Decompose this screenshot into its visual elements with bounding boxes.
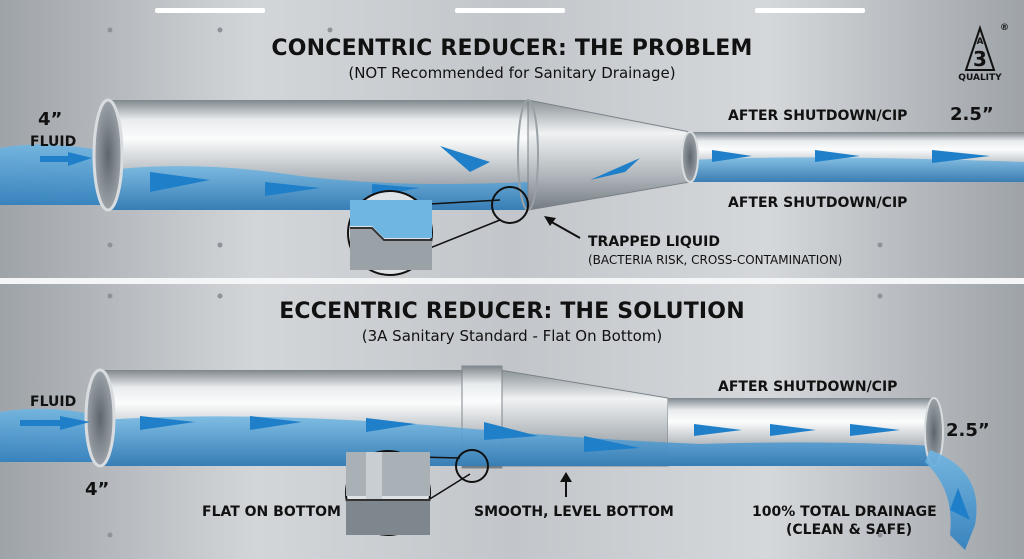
problem-trapped-liquid-inset — [347, 186, 529, 276]
ceiling-lights — [155, 8, 865, 13]
solution-size-inlet: 4” — [85, 479, 109, 500]
logo-registered-mark: ® — [1000, 23, 1009, 33]
logo-caption: QUALITY — [958, 73, 1002, 83]
trapped-liquid-title: TRAPPED LIQUID — [588, 234, 720, 250]
total-drainage-note: (CLEAN & SAFE) — [786, 522, 912, 538]
problem-outlet-opening — [681, 131, 699, 183]
trapped-pointer-arrow — [544, 216, 581, 239]
solution-flat-bottom-inset — [345, 449, 489, 536]
logo-letter: A — [977, 37, 984, 47]
wall-rivets — [107, 27, 883, 538]
solution-after-label: AFTER SHUTDOWN/CIP — [718, 379, 897, 395]
problem-title: CONCENTRIC REDUCER: THE PROBLEM — [271, 36, 752, 61]
total-drainage-title: 100% TOTAL DRAINAGE — [752, 504, 937, 520]
logo-digit: 3 — [973, 47, 987, 71]
problem-size-outlet: 2.5” — [950, 104, 994, 125]
problem-outlet-water — [690, 157, 1024, 182]
solution-size-outlet: 2.5” — [946, 420, 990, 441]
problem-after-bottom-label: AFTER SHUTDOWN/CIP — [728, 195, 907, 211]
solution-fluid-label: FLUID — [30, 394, 76, 410]
smooth-level-bottom-label: SMOOTH, LEVEL BOTTOM — [474, 504, 674, 520]
flat-on-bottom-label: FLAT ON BOTTOM — [202, 504, 341, 520]
drainage-waterfall — [925, 450, 977, 550]
problem-subtitle: (NOT Recommended for Sanitary Drainage) — [348, 64, 675, 82]
problem-water-stream — [0, 144, 100, 205]
a3-quality-logo: A 3 QUALITY ® — [958, 23, 1009, 83]
trapped-liquid-note: (BACTERIA RISK, CROSS-CONTAMINATION) — [588, 253, 842, 267]
solution-subtitle: (3A Sanitary Standard - Flat On Bottom) — [362, 327, 662, 345]
problem-size-inlet: 4” — [38, 109, 62, 130]
solution-pipe-water — [100, 416, 934, 466]
smooth-bottom-pointer-arrow — [560, 472, 572, 497]
solution-flow-arrows — [20, 416, 970, 520]
solution-inlet-opening — [84, 368, 116, 468]
problem-after-top-label: AFTER SHUTDOWN/CIP — [728, 108, 907, 124]
problem-inlet-opening — [92, 98, 124, 212]
panel-divider — [0, 278, 1024, 284]
problem-fluid-label: FLUID — [30, 134, 76, 150]
problem-flow-arrows — [40, 146, 990, 196]
solution-title: ECCENTRIC REDUCER: THE SOLUTION — [279, 299, 745, 324]
